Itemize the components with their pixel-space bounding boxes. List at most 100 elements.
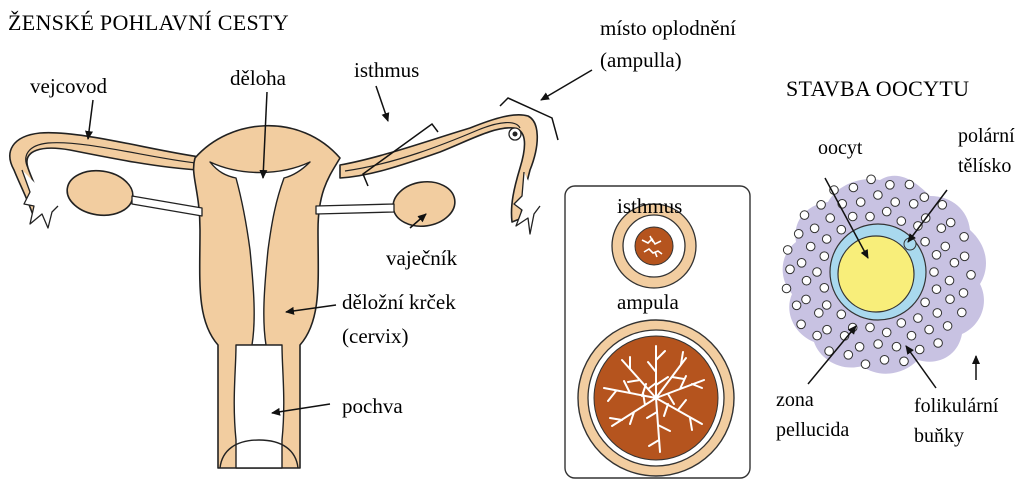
follicular-cell (810, 224, 819, 233)
follicular-cell (920, 193, 929, 202)
follicular-cell (946, 218, 955, 227)
follicular-cell (932, 285, 941, 294)
follicular-cell (849, 183, 858, 192)
follicular-cell (800, 211, 809, 220)
follicular-cell (907, 331, 916, 340)
follicular-cell (837, 310, 846, 319)
follicular-cell (925, 325, 934, 334)
follicular-cell (921, 237, 930, 246)
follicular-cell (866, 323, 875, 332)
label-vajecnik: vaječník (386, 248, 457, 269)
follicular-cell (909, 200, 918, 209)
follicular-cell (844, 351, 853, 360)
left-ovary (64, 167, 135, 220)
label-pochva: pochva (342, 396, 403, 417)
label-oocyt: oocyt (818, 138, 862, 158)
follicular-cell (882, 328, 891, 337)
follicular-cell (794, 230, 803, 239)
follicular-cell (855, 343, 864, 352)
follicular-cell (933, 309, 942, 318)
right-ovarian-ligament (316, 204, 394, 214)
follicular-cell (797, 320, 806, 329)
follicular-cell (960, 233, 969, 242)
follicular-cell (945, 276, 954, 285)
follicular-cell (815, 309, 824, 318)
follicular-cell (959, 289, 968, 298)
follicular-cell (941, 242, 950, 251)
follicular-cell (943, 322, 952, 331)
follicular-cell (848, 212, 857, 221)
label-pellucida: pellucida (776, 420, 849, 440)
label-section-isthmus: isthmus (617, 196, 682, 217)
follicular-cell (826, 214, 835, 223)
follicular-cell (783, 246, 792, 255)
right-ovary (390, 178, 458, 230)
follicular-cell (797, 259, 806, 268)
follicular-cell (897, 319, 906, 328)
follicular-cell (786, 265, 795, 274)
label-ampulla: (ampulla) (600, 50, 682, 71)
ooplasm (838, 236, 914, 312)
follicular-cell (822, 301, 831, 310)
follicular-cell (905, 180, 914, 189)
follicular-cell (874, 191, 883, 200)
follicular-cell (880, 356, 889, 365)
label-misto-oplodneni: místo oplodnění (600, 18, 736, 39)
label-deloha: děloha (230, 68, 286, 89)
follicular-cell (900, 357, 909, 366)
follicular-cell (867, 175, 876, 184)
follicular-cell (820, 284, 829, 293)
follicular-cell (897, 217, 906, 226)
follicular-cell (930, 268, 939, 277)
follicular-cell (861, 360, 870, 369)
label-telisko: tělísko (958, 156, 1011, 176)
follicular-cell (782, 284, 791, 293)
follicular-cell (938, 201, 947, 210)
follicular-cell (817, 201, 826, 210)
oocyte-title: STAVBA OOCYTU (786, 78, 969, 100)
follicular-cell (960, 252, 969, 261)
label-isthmus: isthmus (354, 60, 419, 81)
follicular-cell (874, 340, 883, 349)
follicular-cell (802, 276, 811, 285)
left-fimbriae (22, 170, 58, 228)
follicular-cell (934, 339, 943, 348)
follicular-cell (915, 345, 924, 354)
follicular-cell (932, 251, 941, 260)
follicular-cell (946, 295, 955, 304)
label-polarni: polární (958, 126, 1015, 146)
left-ovarian-ligament (132, 196, 202, 216)
vagina (234, 345, 284, 468)
follicular-cell (820, 252, 829, 261)
label-section-ampula: ampula (617, 292, 679, 313)
oocyte-structure (782, 175, 986, 374)
follicular-cell (813, 331, 822, 340)
follicular-cell (802, 295, 811, 304)
follicular-cell (950, 258, 959, 267)
label-folikularni: folikulární (914, 396, 998, 416)
label-vejcovod: vejcovod (30, 76, 107, 97)
ampula-cross-section (578, 320, 734, 476)
uterus-drawing (10, 115, 540, 468)
follicular-cell (958, 308, 967, 317)
follicular-cell (837, 225, 846, 234)
label-cervix: (cervix) (342, 326, 408, 347)
follicular-cell (886, 181, 895, 190)
follicular-cell (792, 301, 801, 310)
follicular-cell (921, 298, 930, 307)
label-bunky: buňky (914, 426, 964, 446)
follicular-cell (892, 342, 901, 351)
follicular-cell (823, 325, 832, 334)
follicular-cell (856, 198, 865, 207)
follicular-cell (882, 207, 891, 216)
diagram-title: ŽENSKÉ POHLAVNÍ CESTY (8, 12, 289, 34)
label-delozni-krcek: děložní krček (342, 292, 456, 313)
follicular-cell (891, 198, 900, 207)
label-zona: zona (776, 390, 814, 410)
follicular-cell (937, 224, 946, 233)
follicular-cell (967, 271, 976, 280)
follicular-cell (914, 314, 923, 323)
follicular-cell (822, 235, 831, 244)
